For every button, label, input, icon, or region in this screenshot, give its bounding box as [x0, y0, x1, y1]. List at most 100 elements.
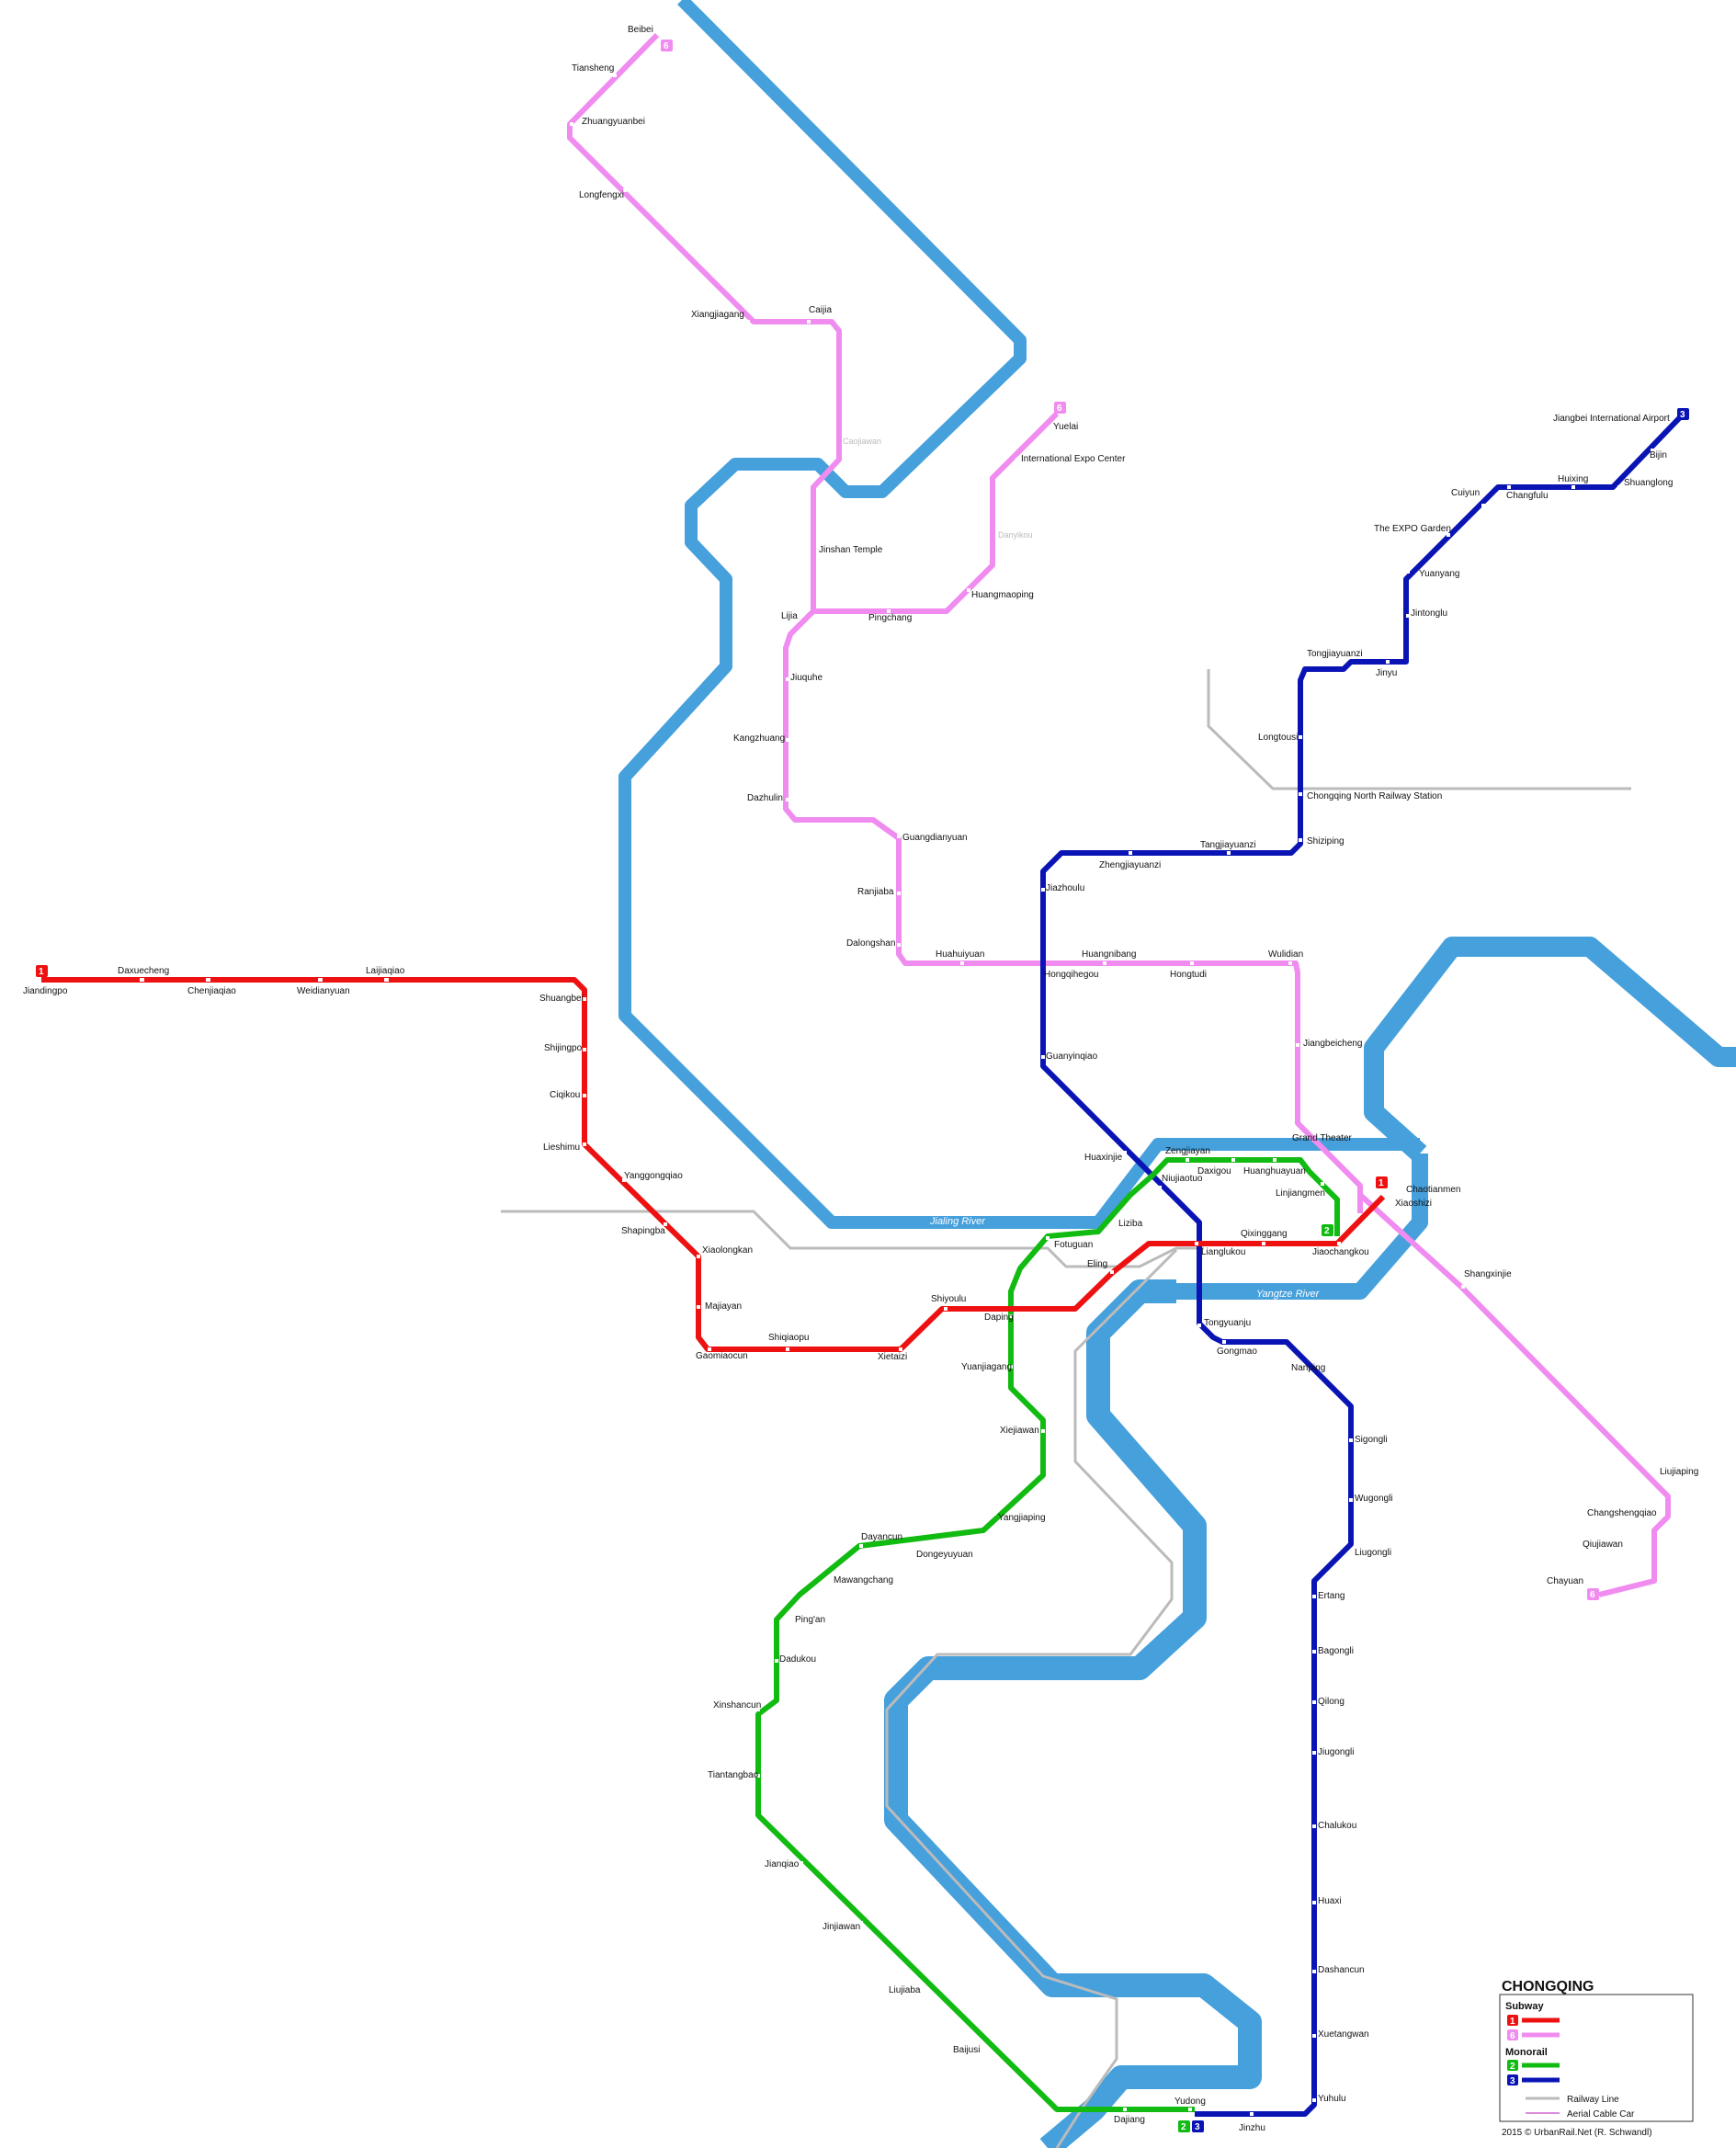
station-label[interactable]: Eling [1087, 1259, 1107, 1269]
station-label[interactable]: Wugongli [1355, 1494, 1393, 1504]
station-label[interactable]: Liugongli [1355, 1548, 1391, 1558]
station-label[interactable]: Liujiaba [889, 1985, 921, 1995]
station-label[interactable]: Shuanglong [1624, 478, 1673, 488]
station-label[interactable]: Tongjiayuanzi [1307, 649, 1363, 659]
station-label[interactable]: Huahuiyuan [936, 949, 984, 960]
station-label[interactable]: Cuiyun [1451, 488, 1480, 498]
station-label[interactable]: Tangjiayuanzi [1200, 840, 1256, 850]
station-label[interactable]: Jinjiawan [823, 1922, 860, 1932]
station-label[interactable]: Caijia [809, 305, 832, 315]
station-label[interactable]: Mawangchang [834, 1575, 893, 1585]
station-label[interactable]: Fotuguan [1054, 1240, 1093, 1250]
station-label[interactable]: Zhuangyuanbei [582, 117, 645, 127]
station-label[interactable]: Dadukou [779, 1654, 816, 1665]
station-label[interactable]: Shiziping [1307, 836, 1345, 847]
station-label[interactable]: Grand Theater [1292, 1133, 1353, 1143]
station-label[interactable]: Lijia [781, 611, 798, 621]
station-label[interactable]: Beibei [628, 25, 653, 35]
station-label[interactable]: Dongeyuyuan [916, 1550, 973, 1560]
station-label[interactable]: Shiyoulu [931, 1294, 966, 1304]
station-label[interactable]: Jiangbei International Airport [1553, 414, 1670, 424]
station-label[interactable]: Xiejiawan [1000, 1426, 1039, 1436]
station-label[interactable]: Qiujiawan [1583, 1540, 1623, 1550]
station-label[interactable]: Jiazhoulu [1046, 883, 1084, 893]
station-label[interactable]: Xiaolongkan [702, 1245, 753, 1256]
station-label[interactable]: Yanggongqiao [624, 1171, 683, 1181]
station-label[interactable]: Jiaochangkou [1312, 1247, 1369, 1257]
station-label[interactable]: Huanghuayuan [1243, 1166, 1306, 1176]
station-label[interactable]: Jintonglu [1411, 608, 1447, 619]
station-label[interactable]: Liujiaping [1660, 1467, 1698, 1477]
station-label[interactable]: Dalongshan [846, 938, 895, 949]
station-label[interactable]: Shapingba [621, 1226, 665, 1236]
station-label[interactable]: Qixinggang [1241, 1229, 1288, 1239]
station-label[interactable]: Majiayan [705, 1301, 742, 1312]
station-label[interactable]: Baijusi [953, 2045, 980, 2055]
station-label[interactable]: Xietaizi [878, 1352, 907, 1362]
station-label[interactable]: Dazhulin [747, 793, 783, 803]
station-label[interactable]: Sigongli [1355, 1435, 1388, 1445]
station-label[interactable]: Hongqihegou [1044, 970, 1099, 980]
station-label[interactable]: Daping [984, 1313, 1014, 1323]
station-label[interactable]: Daxuecheng [118, 966, 169, 976]
station-label[interactable]: Guangdianyuan [902, 833, 968, 843]
station-label[interactable]: Shangxinjie [1464, 1269, 1512, 1279]
station-label[interactable]: Jiugongli [1318, 1747, 1354, 1757]
station-label[interactable]: Yuanyang [1419, 569, 1460, 579]
station-label[interactable]: Liziba [1118, 1219, 1143, 1229]
station-label[interactable]: Jiangbeicheng [1303, 1039, 1363, 1049]
station-label[interactable]: Yangjiaping [998, 1513, 1046, 1523]
station-label[interactable]: Ping'an [795, 1615, 825, 1625]
station-label[interactable]: Zhengjiayuanzi [1099, 860, 1161, 870]
station-label[interactable]: Jiuquhe [790, 673, 823, 683]
station-label[interactable]: Xuetangwan [1318, 2029, 1369, 2040]
station-label[interactable]: Ranjiaba [857, 887, 894, 897]
station-label[interactable]: Shijingpo [544, 1043, 583, 1053]
station-label[interactable]: Nanping [1291, 1363, 1325, 1373]
station-label[interactable]: Tiantangbao [708, 1770, 759, 1780]
station-label[interactable]: Huangnibang [1082, 949, 1137, 960]
station-label[interactable]: Dajiang [1114, 2115, 1145, 2125]
station-label[interactable]: Longfengxi [579, 190, 624, 200]
station-label[interactable]: Hongtudi [1170, 970, 1207, 980]
station-label[interactable]: Tongyuanju [1204, 1318, 1251, 1328]
station-label[interactable]: Lieshimu [543, 1142, 580, 1153]
station-label[interactable]: Laijiaqiao [366, 966, 405, 976]
station-label[interactable]: Qilong [1318, 1697, 1345, 1707]
station-label[interactable]: Ciqikou [550, 1090, 580, 1100]
station-label[interactable]: Shiqiaopu [768, 1333, 809, 1343]
station-label[interactable]: Weidianyuan [297, 986, 350, 996]
station-label[interactable]: Jinshan Temple [819, 545, 883, 555]
station-label[interactable]: Changshengqiao [1587, 1508, 1657, 1518]
station-label[interactable]: Dayancun [861, 1532, 902, 1542]
station-label[interactable]: Jinzhu [1239, 2123, 1265, 2133]
station-label[interactable]: Ertang [1318, 1591, 1345, 1601]
station-label[interactable]: Chenjiaqiao [187, 986, 236, 996]
station-label[interactable]: Bijin [1650, 450, 1667, 460]
station-label[interactable]: Changfulu [1506, 491, 1549, 501]
station-label[interactable]: Chayuan [1547, 1576, 1583, 1586]
station-label[interactable]: Huaxinjie [1084, 1153, 1123, 1163]
station-label[interactable]: Yudong [1174, 2097, 1206, 2107]
station-label[interactable]: Jinyu [1376, 668, 1397, 678]
station-label[interactable]: Chalukou [1318, 1821, 1356, 1831]
station-label[interactable]: Zengjiayan [1165, 1146, 1210, 1156]
station-label[interactable]: Xinshancun [713, 1700, 761, 1710]
station-label[interactable]: Chongqing North Railway Station [1307, 791, 1442, 801]
station-label[interactable]: Bagongli [1318, 1646, 1354, 1656]
station-label[interactable]: Linjiangmen [1276, 1188, 1325, 1199]
station-label[interactable]: Yuelai [1053, 422, 1078, 432]
station-label[interactable]: Xiaoshizi [1395, 1199, 1432, 1209]
station-label[interactable]: Yuanjiagang [961, 1362, 1012, 1372]
station-label[interactable]: Niujiaotuo [1162, 1174, 1203, 1184]
station-label[interactable]: International Expo Center [1021, 454, 1126, 464]
station-label[interactable]: Daxigou [1197, 1166, 1231, 1176]
station-label[interactable]: Shuangbei [539, 994, 584, 1004]
station-label[interactable]: Gaomiaocun [696, 1351, 748, 1361]
station-label[interactable]: Longtousi [1258, 733, 1298, 743]
station-label[interactable]: Gongmao [1217, 1347, 1257, 1357]
station-label[interactable]: Huixing [1558, 474, 1588, 484]
station-label[interactable]: Jianqiao [765, 1859, 800, 1870]
station-label[interactable]: Huangmaoping [971, 590, 1034, 600]
station-label[interactable]: Kangzhuang [733, 733, 785, 744]
